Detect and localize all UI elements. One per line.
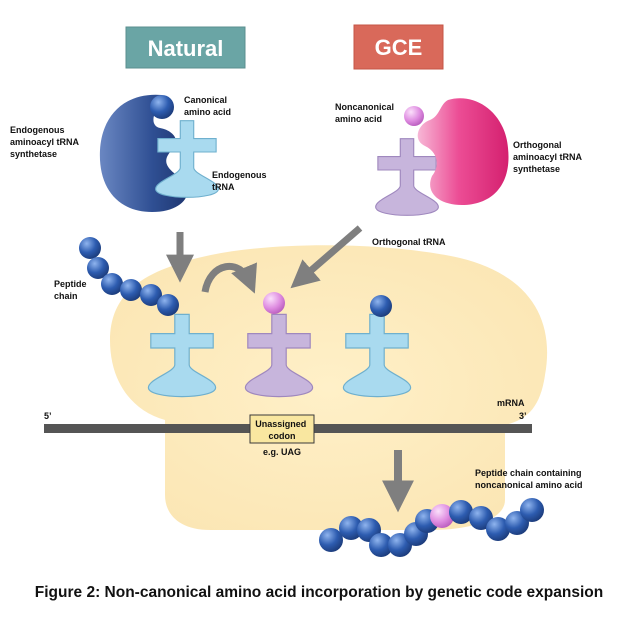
canonical-amino-acid-icon [150,95,174,119]
orthogonal-synthetase-label: Orthogonal aminoacyl tRNA synthetase [513,140,584,174]
gce-header: GCE [353,24,444,70]
figure-caption: Figure 2: Non-canonical amino acid incor… [35,584,603,601]
natural-header-label: Natural [148,36,224,61]
mrna-label: mRNA [497,398,525,408]
unassigned-codon-box [249,414,315,444]
canonical-amino-acid-label: Canonical amino acid [184,95,231,117]
orthogonal-trna-icon [375,138,439,216]
arrow-peptide-transfer [201,262,257,294]
product-noncanonical-residue [430,504,454,528]
peptide-residue [120,279,142,301]
peptide-residue [101,273,123,295]
natural-header: Natural [125,26,246,69]
product-residue [449,500,473,524]
ribosome-canonical-amino-acid [370,295,392,317]
gce-header-box [353,24,444,70]
endogenous-trna-label: Endogenous tRNA [212,170,269,192]
gce-header-label: GCE [375,35,423,60]
product-residue [339,516,363,540]
product-residue [469,506,493,530]
noncanonical-amino-acid-icon [404,106,424,126]
noncanonical-amino-acid-label: Noncanonical amino acid [335,102,397,124]
unassigned-codon-label: Unassigned codon [255,419,309,441]
orthogonal-trna-label: Orthogonal tRNA [372,237,446,247]
three-prime-label: 3’ [519,411,527,421]
product-label: Peptide chain containing noncanonical am… [475,468,584,490]
peptide-residue [140,284,162,306]
product-residue [369,533,393,557]
product-peptide-chain [319,498,544,557]
peptide-chain-label: Peptide chain [54,279,89,301]
peptide-residue [87,257,109,279]
product-residue [486,517,510,541]
arrow-orthogonal-to-ribosome [290,225,363,289]
orthogonal-aminoacyl-trna-synthetase [417,98,509,205]
peptide-residue [157,294,179,316]
ribosome [110,245,548,530]
example-codon-label: e.g. UAG [263,447,301,457]
natural-header-box [125,26,246,69]
product-residue [319,528,343,552]
peptide-residue [79,237,101,259]
peptide-chain [79,237,179,316]
endogenous-synthetase-label: Endogenous aminoacyl tRNA synthetase [10,125,81,159]
five-prime-label: 5’ [44,411,52,421]
ribosome-noncanonical-amino-acid [263,292,285,314]
product-residue [520,498,544,522]
